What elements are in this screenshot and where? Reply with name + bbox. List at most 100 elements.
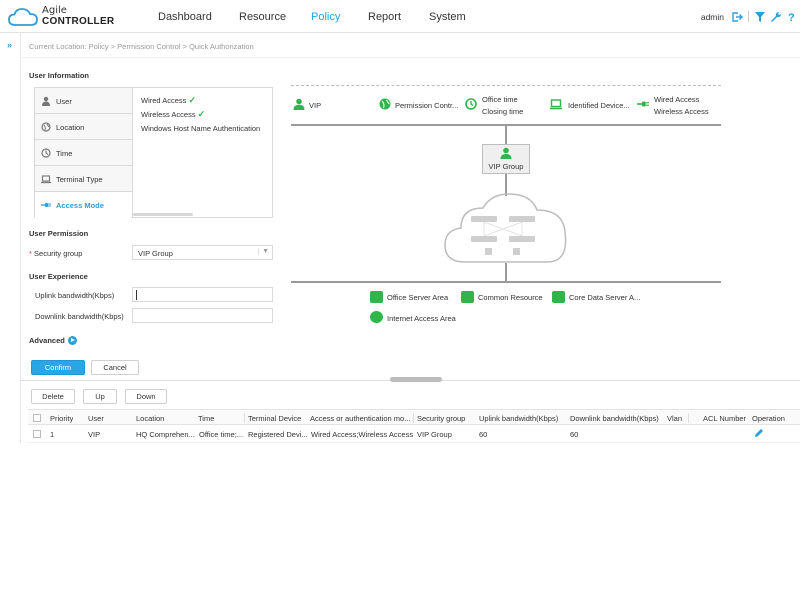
col-priority[interactable]: Priority — [50, 414, 74, 423]
wrench-icon[interactable] — [770, 11, 782, 23]
edit-pencil-icon[interactable] — [754, 428, 764, 438]
expand-sidebar-icon[interactable]: » — [7, 40, 13, 50]
logout-icon[interactable] — [731, 11, 743, 23]
vip-group-node[interactable]: VIP Group — [482, 144, 530, 174]
user-permission-title: User Permission — [29, 229, 89, 238]
tab-terminal-type-label: Terminal Type — [56, 175, 103, 184]
upper-connector — [505, 125, 507, 144]
horizontal-scrollbar[interactable] — [133, 213, 193, 216]
group-connector — [505, 174, 507, 196]
resource-core-data-server: Core Data Server A... — [569, 293, 641, 302]
user-experience-title: User Experience — [29, 272, 88, 281]
down-button[interactable]: Down — [125, 389, 167, 404]
up-button[interactable]: Up — [83, 389, 117, 404]
cell-priority: 1 — [50, 430, 55, 439]
col-uplink[interactable]: Uplink bandwidth(Kbps) — [479, 414, 559, 423]
app-logo[interactable]: Agile CONTROLLER — [8, 5, 114, 29]
column-separator — [244, 413, 245, 423]
user-name[interactable]: admin — [700, 12, 724, 22]
server-area-icon — [370, 291, 383, 303]
checkmark-icon: ✓ — [188, 95, 196, 105]
row-checkbox[interactable] — [33, 430, 41, 438]
col-time[interactable]: Time — [198, 414, 215, 423]
column-separator — [413, 413, 414, 423]
col-user[interactable]: User — [88, 414, 104, 423]
vip-user-icon — [293, 98, 305, 110]
nav-system[interactable]: System — [429, 11, 466, 23]
tab-user[interactable]: User — [35, 88, 132, 114]
network-cloud-icon — [444, 193, 567, 263]
resource-check-icon — [461, 291, 474, 303]
authorization-diagram: VIP Permission Contr... Office time Clos… — [285, 80, 725, 340]
logo-text-controller: CONTROLLER — [42, 16, 115, 27]
security-group-select[interactable]: VIP Group ▼ — [132, 245, 273, 260]
tab-user-label: User — [56, 97, 72, 106]
clock-icon — [465, 98, 477, 110]
column-separator — [688, 413, 689, 423]
cell-time: Office time;... — [199, 430, 244, 439]
confirm-button[interactable]: Confirm — [31, 360, 85, 375]
col-security-group[interactable]: Security group — [417, 414, 466, 423]
cancel-button[interactable]: Cancel — [91, 360, 139, 375]
diagram-time-line1: Office time — [482, 95, 518, 104]
internet-icon — [370, 311, 383, 323]
diagram-access-line1: Wired Access — [654, 95, 700, 104]
col-terminal-device[interactable]: Terminal Device — [248, 414, 302, 423]
diagram-device-label: Identified Device... — [568, 101, 630, 110]
option-wireless-access[interactable]: Wireless Access✓ — [141, 109, 205, 120]
required-mark: * — [29, 249, 32, 258]
col-downlink[interactable]: Downlink bandwidth(Kbps) — [570, 414, 659, 423]
nav-resource[interactable]: Resource — [239, 11, 287, 23]
uplink-input[interactable] — [132, 287, 273, 302]
laptop-icon — [550, 99, 562, 110]
nav-policy[interactable]: Policy — [311, 11, 341, 23]
option-windows-host-name[interactable]: Windows Host Name Authentication — [141, 124, 260, 133]
tab-location[interactable]: Location — [35, 114, 132, 140]
lower-bus-line — [291, 281, 721, 283]
help-icon[interactable]: ? — [786, 11, 798, 23]
col-operation: Operation — [752, 414, 785, 423]
col-vlan[interactable]: Vlan — [667, 414, 683, 423]
splitter-handle[interactable] — [390, 377, 442, 382]
expand-arrow-icon[interactable] — [68, 336, 77, 345]
select-all-checkbox[interactable] — [33, 414, 41, 422]
breadcrumb: Current Location: Policy > Permission Co… — [29, 42, 254, 51]
filter-icon[interactable] — [754, 11, 766, 23]
cell-access-mode: Wired Access;Wireless Access — [311, 430, 414, 439]
table-row[interactable]: 1 VIP HQ Comprehen... Office time;... Re… — [28, 426, 800, 443]
nav-report[interactable]: Report — [368, 11, 402, 23]
user-group-icon — [500, 147, 512, 159]
toolbar-separator — [748, 11, 749, 22]
advanced-toggle[interactable]: Advanced — [29, 336, 65, 345]
resource-office-server: Office Server Area — [387, 293, 449, 302]
option-wireless-access-label: Wireless Access — [141, 110, 196, 119]
tab-terminal-type[interactable]: Terminal Type — [35, 166, 132, 192]
tab-time[interactable]: Time — [35, 140, 132, 166]
col-access-mode[interactable]: Access or authentication mo... — [310, 414, 411, 423]
col-acl-number[interactable]: ACL Number — [703, 414, 747, 423]
cell-uplink: 60 — [479, 430, 488, 439]
svg-text:?: ? — [788, 12, 795, 23]
resource-common: Common Resource — [478, 293, 543, 302]
globe-icon — [379, 98, 391, 110]
cloud-logo-icon — [8, 8, 38, 26]
col-location[interactable]: Location — [136, 414, 165, 423]
cell-security-group: VIP Group — [417, 430, 452, 439]
laptop-icon — [41, 175, 51, 184]
plug-icon — [41, 203, 51, 207]
sidebar-divider — [20, 33, 21, 443]
nav-dashboard[interactable]: Dashboard — [158, 11, 212, 23]
top-bar: Agile CONTROLLER Dashboard Resource Poli… — [0, 0, 800, 33]
cell-location: HQ Comprehen... — [136, 430, 195, 439]
uplink-label: Uplink bandwidth(Kbps) — [35, 291, 115, 300]
option-windows-host-name-label: Windows Host Name Authentication — [141, 124, 261, 133]
delete-button[interactable]: Delete — [31, 389, 75, 404]
option-wired-access[interactable]: Wired Access✓ — [141, 95, 196, 106]
vip-group-label: VIP Group — [488, 162, 524, 171]
tab-access-mode[interactable]: Access Mode — [35, 192, 132, 218]
option-wired-access-label: Wired Access — [141, 96, 187, 105]
downlink-input[interactable] — [132, 308, 273, 323]
diagram-time-line2: Closing time — [482, 107, 524, 116]
tab-location-label: Location — [56, 123, 85, 132]
cell-user: VIP — [88, 430, 101, 439]
